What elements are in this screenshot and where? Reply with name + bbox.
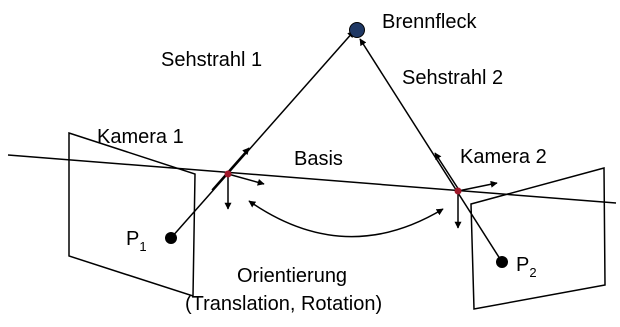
- camera-1-image-plane: [68, 131, 196, 298]
- baseline: [7, 154, 617, 204]
- camera-2-axis-right: [457, 180, 498, 192]
- sight-ray-2-inner-arrow: [434, 152, 460, 191]
- sight-ray-1: [170, 30, 355, 239]
- label-kamera-2: Kamera 2: [460, 146, 547, 168]
- camera-1-axis-right: [227, 173, 265, 186]
- image-point-2: [496, 256, 508, 268]
- camera-2-image-plane: [470, 167, 606, 310]
- optical-center-1: [224, 170, 232, 178]
- label-sehstrahl-1: Sehstrahl 1: [161, 49, 262, 71]
- sight-ray-1-inner-arrow: [211, 147, 250, 191]
- optical-center-2: [454, 187, 462, 195]
- label-p1: P1: [126, 228, 147, 254]
- label-orientierung: Orientierung: [237, 265, 347, 287]
- image-point-1: [165, 232, 177, 244]
- sight-ray-2: [359, 38, 503, 263]
- label-orientierung-detail: (Translation, Rotation): [185, 293, 382, 315]
- label-p2: P2: [516, 254, 537, 280]
- label-sehstrahl-2: Sehstrahl 2: [402, 67, 503, 89]
- label-kamera-1: Kamera 1: [97, 126, 184, 148]
- label-basis: Basis: [294, 148, 343, 170]
- focal-point: [349, 22, 365, 38]
- label-brennfleck: Brennfleck: [382, 11, 477, 33]
- orientation-arc: [248, 200, 444, 238]
